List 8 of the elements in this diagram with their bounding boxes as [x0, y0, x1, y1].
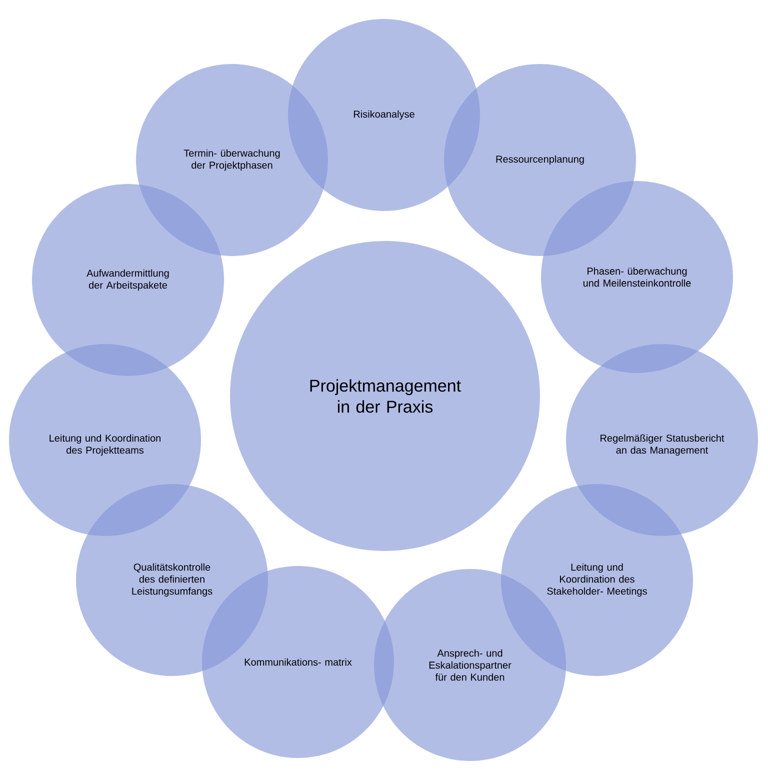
circle-node: Risikoanalyse	[288, 19, 480, 211]
circle-node: Termin- überwachung der Projektphasen	[136, 64, 328, 256]
circle-node: Projektmanagement in der Praxis	[230, 241, 540, 551]
circle-node: Aufwandermittlung der Arbeitspakete	[32, 184, 224, 376]
circle-node: Regelmäßiger Statusbericht an das Management	[566, 344, 758, 536]
circle-node: Ressourcenplanung	[444, 64, 636, 256]
circle-node: Phasen- überwachung und Meilensteinkontrolle	[541, 181, 733, 373]
circle-node: Leitung und Koordination des Projektteams	[9, 344, 201, 536]
